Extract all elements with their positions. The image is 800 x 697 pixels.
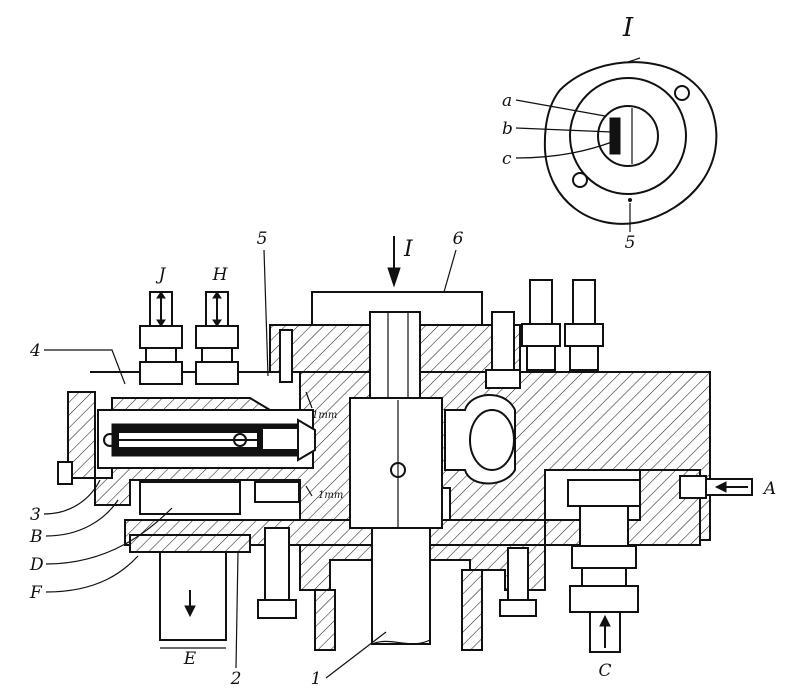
detail-leader-a bbox=[515, 99, 606, 117]
detail-label-5: 5 bbox=[625, 233, 636, 253]
label-part-h: H bbox=[212, 265, 229, 285]
label-part-e: E bbox=[183, 649, 197, 669]
detail-label-a: a bbox=[502, 91, 512, 111]
shaft-coupling bbox=[349, 397, 443, 529]
outlet-pipe-e-flange bbox=[129, 534, 251, 553]
label-part-j: J bbox=[156, 265, 167, 285]
end-cap-stub bbox=[57, 461, 73, 485]
label-part-1: 1 bbox=[311, 669, 322, 689]
label-part-2: 2 bbox=[230, 669, 242, 689]
left-leg bbox=[314, 589, 336, 651]
top-bolt-right bbox=[485, 311, 521, 389]
leader-part-5 bbox=[263, 249, 269, 377]
plunger-tip bbox=[261, 427, 299, 451]
detail-bolt-hole-bottom bbox=[572, 172, 588, 188]
label-part-4: 4 bbox=[29, 341, 41, 361]
right-bolt bbox=[499, 547, 537, 617]
detail-slot bbox=[609, 117, 621, 155]
detail-title: I bbox=[622, 13, 634, 43]
detail-point-5 bbox=[628, 198, 632, 202]
leader-part-3 bbox=[43, 479, 101, 515]
detail-shaft-circle bbox=[597, 105, 659, 167]
leader-part-6 bbox=[443, 249, 457, 293]
leader-part-f bbox=[45, 555, 139, 593]
leader-part-b bbox=[45, 499, 119, 537]
label-part-b: B bbox=[29, 527, 43, 547]
outlet-pipe-e bbox=[159, 547, 227, 641]
shaft-upper bbox=[369, 311, 421, 403]
detail-view-i: I a b c 5 bbox=[502, 13, 718, 253]
label-part-a: A bbox=[762, 479, 776, 499]
lower-chamber bbox=[139, 481, 241, 515]
label-part-f: F bbox=[29, 583, 43, 603]
leader-part-1 bbox=[325, 631, 387, 679]
left-bolt bbox=[257, 527, 297, 619]
fitting-j bbox=[139, 291, 183, 385]
detail-bolt-hole-top bbox=[674, 85, 690, 101]
fitting-a bbox=[679, 475, 753, 499]
leader-part-4 bbox=[44, 349, 126, 385]
leader-part-d bbox=[45, 507, 173, 565]
detail-hub-circle bbox=[569, 77, 687, 195]
right-leg bbox=[461, 569, 483, 651]
fitting-top-right-2 bbox=[564, 279, 604, 371]
label-part-3: 3 bbox=[30, 505, 41, 525]
shaft-lower bbox=[371, 527, 431, 645]
fitting-top-right-1 bbox=[521, 279, 561, 371]
fitting-h bbox=[195, 291, 239, 385]
gap-label-bottom: 1mm bbox=[318, 490, 343, 501]
detail-label-b: b bbox=[502, 119, 513, 139]
main-section-view: I 1mm 1mm bbox=[57, 236, 753, 653]
detail-label-c: c bbox=[502, 149, 512, 169]
section-marker-label: I bbox=[403, 237, 414, 262]
detail-leader-c bbox=[515, 141, 613, 159]
label-part-6: 6 bbox=[453, 229, 464, 249]
section-arrow-head bbox=[387, 267, 401, 288]
label-part-5: 5 bbox=[257, 229, 268, 249]
detail-flange-outline bbox=[543, 61, 718, 225]
top-bolt-left bbox=[279, 329, 293, 383]
part-labels: J H 5 6 4 3 B D F E 2 1 C A bbox=[29, 229, 776, 689]
fitting-c bbox=[567, 479, 641, 653]
leader-part-2 bbox=[235, 551, 239, 669]
end-cap bbox=[67, 391, 96, 479]
detail-leader-b bbox=[515, 127, 613, 133]
barrel-nose bbox=[297, 418, 316, 462]
cam-roller bbox=[469, 409, 515, 471]
label-part-c: C bbox=[598, 661, 611, 681]
gap-label-top: 1mm bbox=[312, 410, 337, 421]
label-part-d: D bbox=[29, 555, 44, 575]
